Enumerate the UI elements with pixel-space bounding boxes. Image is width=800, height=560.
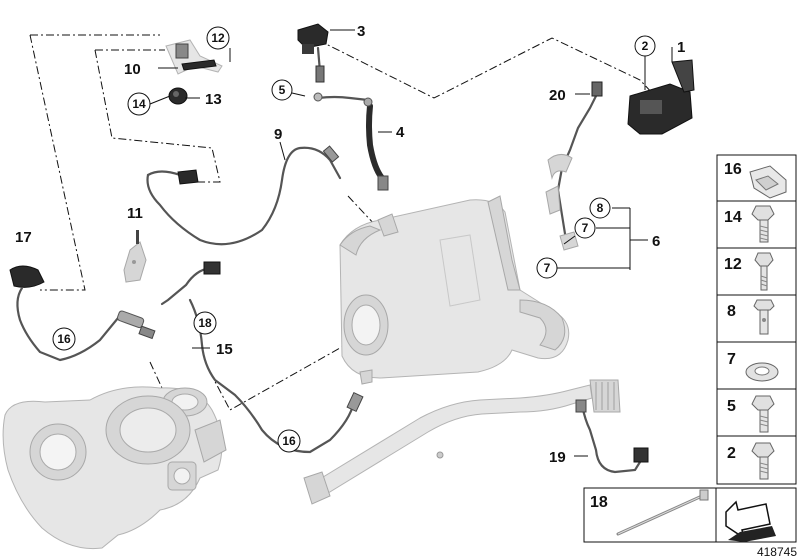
turbocharger [2, 386, 227, 550]
label-18-circle: 18 [193, 311, 217, 335]
hex-bolt-icon [751, 395, 775, 433]
label-20: 20 [549, 87, 566, 104]
label-leaders [149, 29, 673, 457]
sidebar-number-12: 12 [724, 256, 742, 273]
label-14-circle: 14 [127, 92, 151, 116]
label-4: 4 [396, 124, 405, 141]
sensor-wire-9 [146, 145, 342, 246]
label-7a-circle: 7 [574, 217, 596, 239]
label-2: 2 [642, 39, 649, 53]
control-unit [627, 59, 695, 135]
label-11: 11 [127, 205, 143, 222]
flange-bolt-icon [751, 205, 775, 243]
sidebar-number-8: 8 [727, 303, 736, 320]
small-parts-column: 16 14 12 8 7 5 [716, 154, 797, 485]
sidebar-number-5: 5 [727, 398, 736, 415]
exhaust-temp-sensor [545, 81, 603, 251]
clip-nut-icon [749, 165, 787, 199]
arrow-icon [725, 500, 776, 542]
oxygen-sensor-15 [160, 261, 364, 454]
oxygen-sensor-17 [9, 265, 156, 362]
particulate-filter [339, 195, 570, 385]
sidebar-number-2: 2 [727, 445, 736, 462]
collar-bolt-icon [754, 252, 774, 291]
box-18-number: 18 [590, 494, 608, 511]
label-2-circle: 2 [634, 35, 656, 57]
sidebar-number-16: 16 [724, 161, 742, 178]
label-7b: 7 [544, 261, 551, 275]
label-8-circle: 8 [589, 197, 611, 219]
label-10: 10 [124, 61, 141, 78]
holder-clip [123, 230, 147, 283]
cable-tie-box: 18 [583, 487, 797, 543]
label-5: 5 [279, 83, 286, 97]
oxygen-sensor-19 [575, 399, 649, 474]
label-7a: 7 [582, 221, 589, 235]
rubber-mount [168, 87, 188, 105]
label-9: 9 [274, 126, 282, 143]
label-1: 1 [677, 39, 685, 56]
pressure-hose [313, 92, 389, 191]
label-12-circle: 12 [206, 26, 230, 50]
label-3: 3 [357, 23, 365, 40]
sidebar-number-14: 14 [724, 209, 742, 226]
label-8: 8 [597, 201, 604, 215]
label-16a: 16 [57, 332, 71, 346]
sidebar-number-7: 7 [727, 351, 736, 368]
hex-screw-icon [751, 442, 775, 480]
label-19: 19 [549, 449, 566, 466]
part-labels: 1 3 4 6 9 10 11 13 15 17 19 20 [15, 23, 685, 466]
label-5-circle: 5 [271, 79, 293, 101]
label-7b-circle: 7 [536, 257, 558, 279]
reference-number: 418745 [757, 545, 797, 559]
exhaust-pipe [303, 379, 621, 505]
label-6: 6 [652, 233, 660, 250]
label-15: 15 [216, 341, 233, 358]
sealing-washer-icon [745, 362, 779, 382]
cable-tie-icon [616, 489, 709, 536]
circled-labels: 2 5 8 7 7 12 14 16 [52, 26, 656, 453]
banjo-bolt-icon [753, 299, 775, 335]
label-16a-circle: 16 [52, 327, 76, 351]
pressure-sensor [297, 23, 329, 83]
label-17: 17 [15, 229, 32, 246]
label-13: 13 [205, 91, 222, 108]
label-12: 12 [211, 31, 225, 45]
label-16b: 16 [282, 434, 296, 448]
label-14: 14 [132, 97, 146, 111]
label-18: 18 [198, 316, 212, 330]
label-16b-circle: 16 [277, 429, 301, 453]
mounting-bracket [165, 39, 223, 75]
